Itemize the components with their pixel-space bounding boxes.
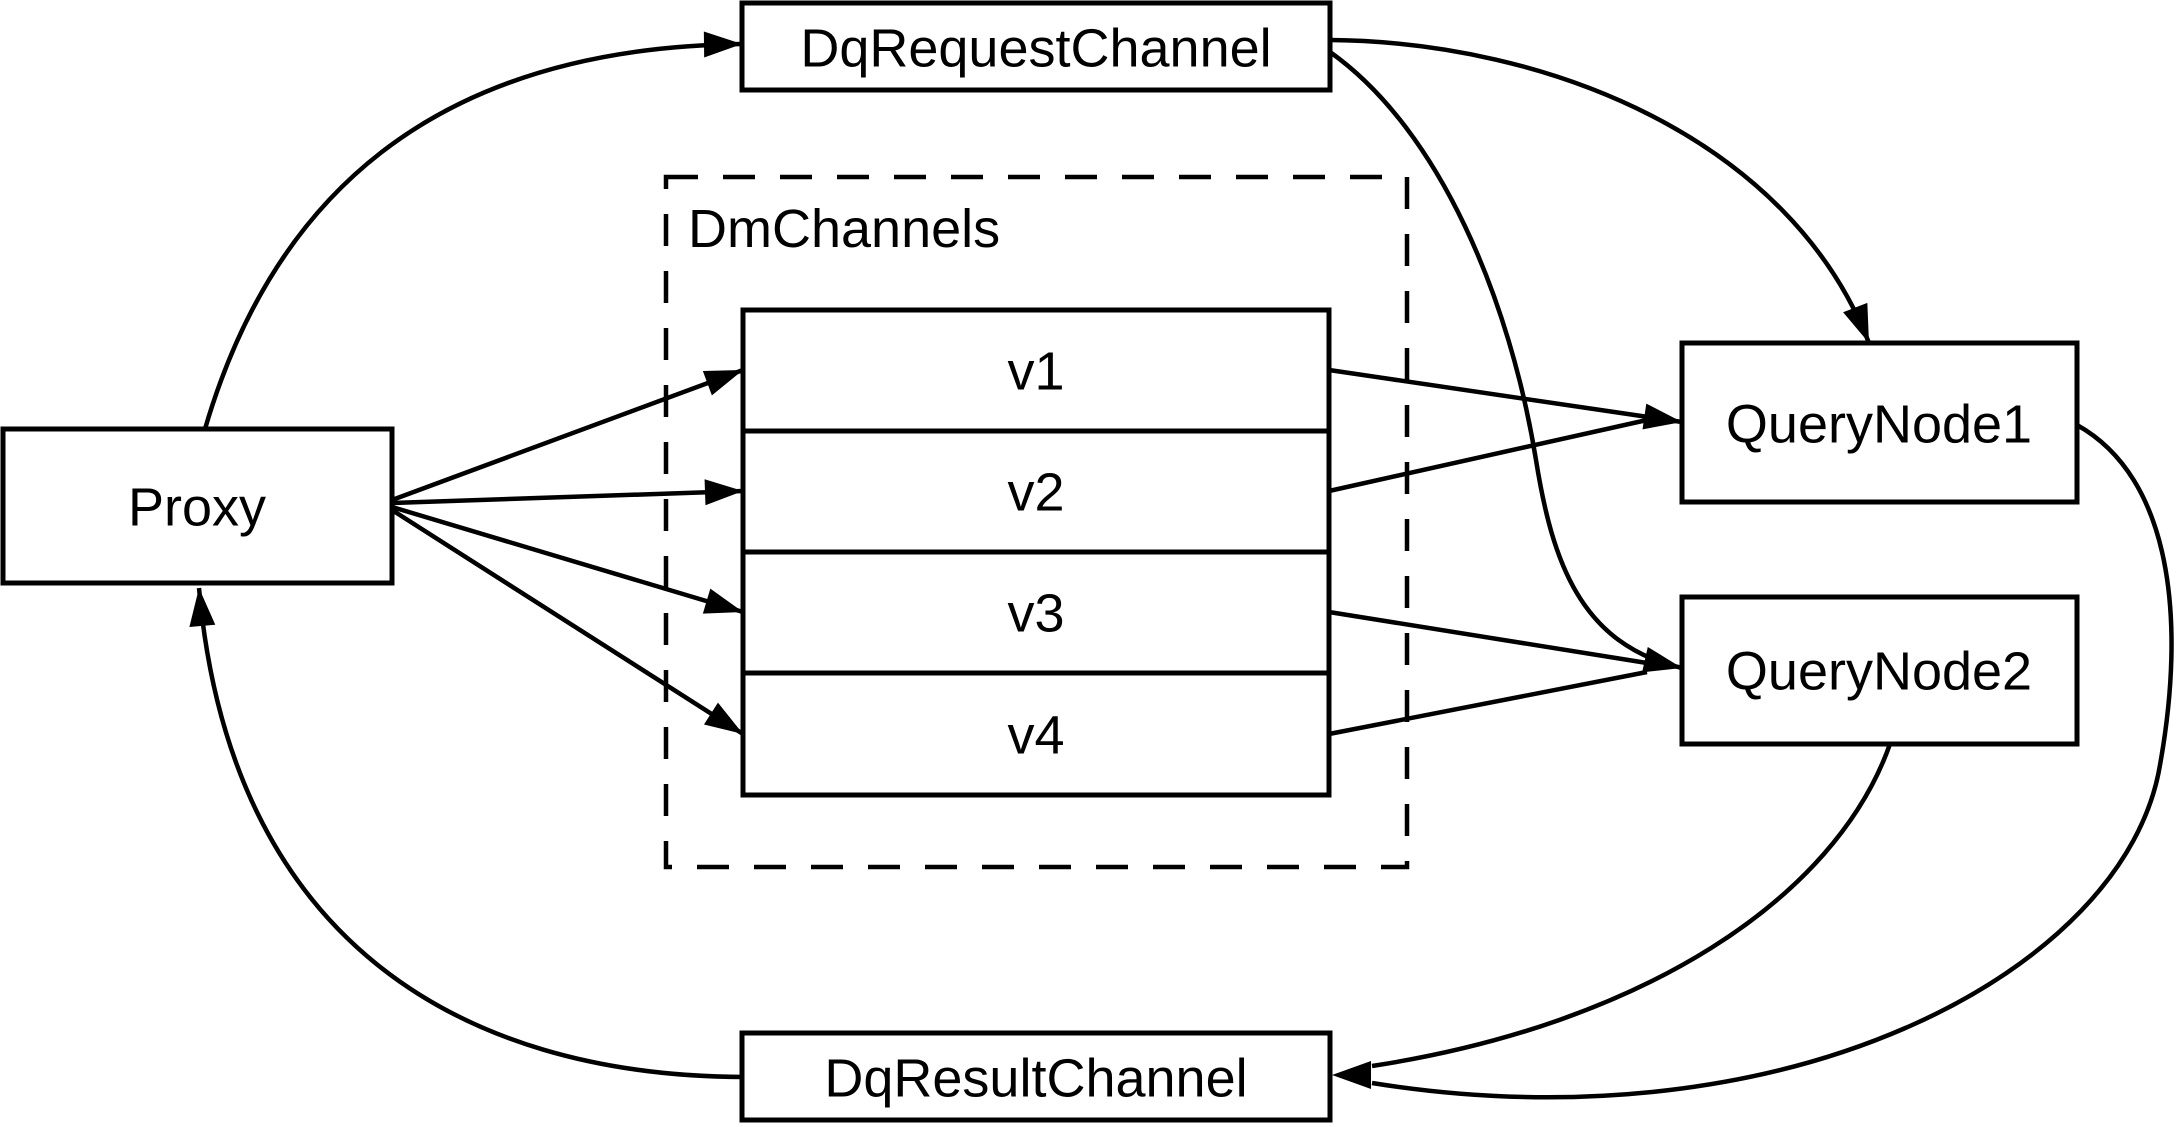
- edge-dq-request-channel-to-query-node-2: [1328, 50, 1683, 673]
- node-query-node-1-label: QueryNode1: [1726, 394, 2032, 454]
- edge-dq-result-channel-to-proxy: [189, 587, 745, 1080]
- node-proxy-label: Proxy: [128, 477, 266, 537]
- node-query-node-2-box: [1679, 594, 2080, 747]
- arrowhead-into-dq-result-channel: [1332, 1061, 1371, 1089]
- node-proxy-box: [0, 426, 395, 586]
- channel-row-v1-label: v1: [1007, 341, 1064, 401]
- edge-v2-to-query-node-1: [1328, 417, 1648, 494]
- node-dq-result-channel-label: DqResultChannel: [824, 1048, 1247, 1108]
- node-query-node-2-label: QueryNode2: [1726, 641, 2032, 701]
- dm-channels-label: DmChannels: [688, 199, 1000, 259]
- edge-proxy-to-v1: [391, 367, 744, 503]
- node-dq-request-channel-label: DqRequestChannel: [800, 18, 1271, 78]
- node-dq-result-channel-box: [739, 1030, 1333, 1123]
- edge-proxy-to-dq-request-channel: [202, 31, 743, 430]
- edge-query-node-2-to-dq-result-channel: [1371, 743, 1893, 1069]
- node-dq-request-channel-box: [739, 0, 1333, 93]
- edge-proxy-to-v4: [390, 508, 745, 736]
- edge-dq-request-channel-to-query-node-1: [1329, 37, 1872, 344]
- channel-row-v4-label: v4: [1007, 705, 1064, 765]
- edge-v3-to-query-node-2: [1328, 609, 1648, 666]
- edge-v4-to-query-node-2: [1328, 669, 1648, 737]
- edge-query-node-1-to-dq-result-channel: [1371, 423, 2174, 1100]
- channel-row-v3-label: v3: [1007, 583, 1064, 643]
- edge-v1-to-query-node-1: [1328, 367, 1683, 430]
- channel-row-v2-label: v2: [1007, 462, 1064, 522]
- edge-proxy-to-v3: [391, 504, 744, 615]
- node-query-node-1-box: [1679, 340, 2080, 505]
- dm-channels-container-box: [663, 174, 1410, 870]
- edge-proxy-to-v2: [391, 479, 744, 506]
